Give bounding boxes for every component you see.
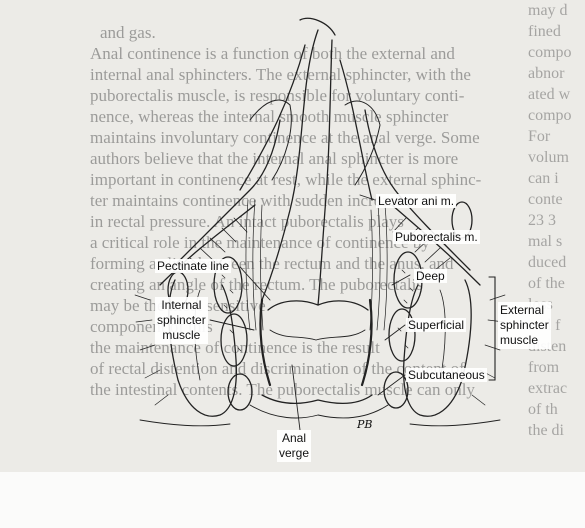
internal-sphincter-right <box>362 300 372 385</box>
rectum-wall-right <box>318 40 332 305</box>
anal-canal-diagram <box>0 0 585 472</box>
superficial-lobe <box>389 309 415 361</box>
external-sphincter-bracket <box>489 277 495 380</box>
label-pectinate-line: Pectinate line <box>155 259 231 273</box>
label-puborectalis: Puborectalis m. <box>393 230 480 244</box>
label-external-sphincter: External sphincter muscle <box>498 302 551 349</box>
label-subcutaneous: Subcutaneous <box>406 368 487 382</box>
label-levator-ani: Levator ani m. <box>376 194 456 208</box>
illustrator-signature: PB <box>355 418 375 432</box>
anal-verge-edge <box>262 395 372 403</box>
levator-right <box>365 110 470 270</box>
label-anal-verge: Anal verge <box>277 430 311 462</box>
rectum-wall-left <box>262 30 318 300</box>
levator-left <box>170 120 280 270</box>
label-deep: Deep <box>414 269 447 283</box>
subcutaneous-lobe <box>384 372 408 408</box>
blank-margin <box>0 472 585 528</box>
label-superficial: Superficial <box>406 318 466 332</box>
label-internal-sphincter: Internal sphincter muscle <box>155 297 208 344</box>
